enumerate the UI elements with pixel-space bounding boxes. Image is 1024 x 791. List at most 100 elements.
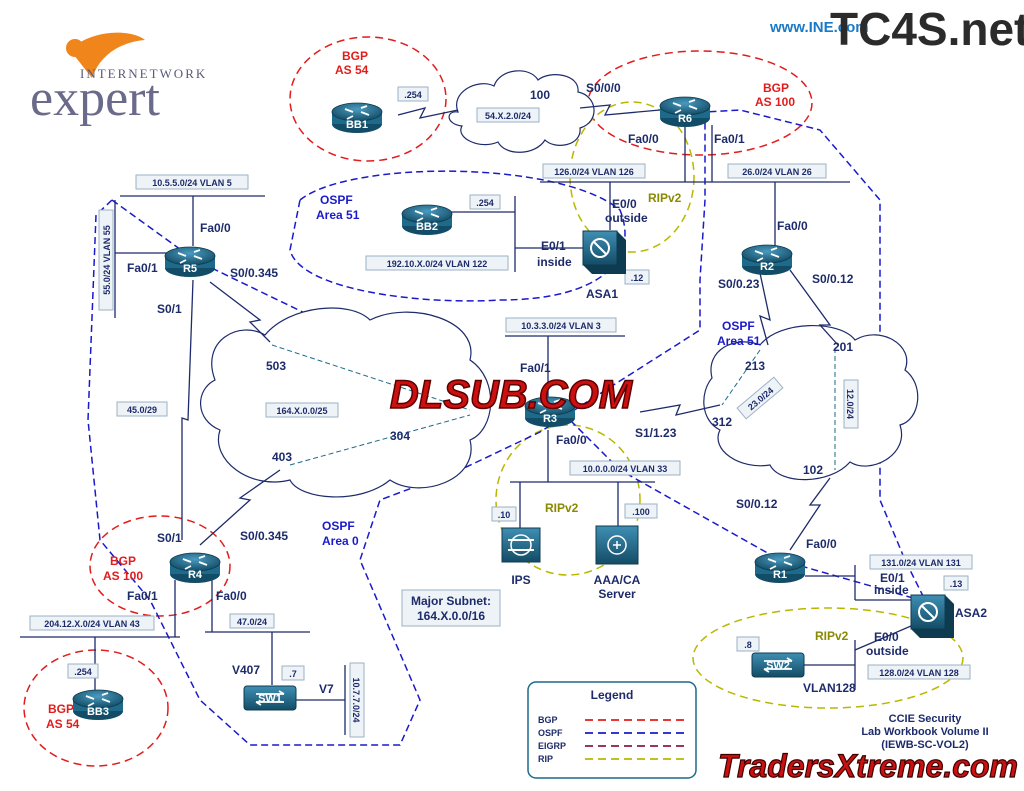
switch-sw1[interactable]: SW1 bbox=[243, 685, 297, 711]
svg-text:RIPv2: RIPv2 bbox=[545, 501, 579, 515]
router-r1[interactable]: R1 bbox=[754, 552, 806, 584]
svg-text:E0/0: E0/0 bbox=[612, 197, 637, 211]
router-r2[interactable]: R2 bbox=[741, 244, 793, 276]
segment-label-vlan5: 10.5.5.0/24 VLAN 5 bbox=[135, 174, 249, 190]
router-r4[interactable]: R4 bbox=[169, 552, 221, 584]
segment-labels: 10.5.5.0/24 VLAN 5 55.0/24 VLAN 55 126.0… bbox=[29, 107, 973, 738]
segment-label-47: 47.0/24 bbox=[229, 613, 275, 629]
svg-text:BGP: BGP bbox=[110, 554, 136, 568]
svg-text:inside: inside bbox=[537, 255, 572, 269]
aaa-label-line1: AAA/CA bbox=[594, 573, 641, 587]
svg-text:Major Subnet:: Major Subnet: bbox=[411, 594, 491, 608]
svg-text:outside: outside bbox=[866, 644, 909, 658]
ips-label: IPS bbox=[511, 573, 530, 587]
svg-text:.8: .8 bbox=[744, 640, 752, 650]
svg-text:OSPF: OSPF bbox=[322, 519, 355, 533]
svg-text:OSPF: OSPF bbox=[320, 193, 353, 207]
ethernet-links bbox=[20, 125, 926, 735]
bgp-as54-bottom-region bbox=[23, 649, 169, 767]
svg-text:.254: .254 bbox=[476, 198, 494, 208]
svg-text:S0/0.345: S0/0.345 bbox=[240, 529, 288, 543]
svg-text:AS 54: AS 54 bbox=[335, 63, 369, 77]
frame-relay-cloud-right bbox=[703, 324, 919, 481]
bgp-as54-top-region bbox=[289, 36, 447, 162]
svg-text:AS 100: AS 100 bbox=[103, 569, 143, 583]
svg-text:Fa0/1: Fa0/1 bbox=[520, 361, 551, 375]
serial-links bbox=[199, 104, 839, 551]
svg-text:S0/0/0: S0/0/0 bbox=[586, 81, 621, 95]
svg-text:55.0/24 VLAN 55: 55.0/24 VLAN 55 bbox=[102, 225, 112, 295]
router-bb2[interactable]: BB2 bbox=[401, 204, 453, 236]
segment-label-vlan7: 10.7.7.0/24 bbox=[349, 662, 365, 738]
svg-text:213: 213 bbox=[745, 359, 765, 373]
svg-text:R2: R2 bbox=[760, 261, 774, 273]
svg-text:26.0/24 VLAN 26: 26.0/24 VLAN 26 bbox=[742, 167, 812, 177]
firewall-asa1[interactable] bbox=[582, 230, 627, 275]
svg-text:204.12.X.0/24 VLAN 43: 204.12.X.0/24 VLAN 43 bbox=[44, 619, 140, 629]
ips-sensor[interactable] bbox=[501, 527, 541, 563]
svg-text:304: 304 bbox=[390, 429, 410, 443]
asa1-label: ASA1 bbox=[586, 287, 618, 301]
svg-text:RIPv2: RIPv2 bbox=[815, 629, 849, 643]
svg-text:Fa0/0: Fa0/0 bbox=[556, 433, 587, 447]
svg-text:201: 201 bbox=[833, 340, 853, 354]
svg-text:192.10.X.0/24 VLAN 122: 192.10.X.0/24 VLAN 122 bbox=[387, 259, 488, 269]
router-bb1[interactable]: BB1 bbox=[331, 102, 383, 134]
svg-text:12.0/24: 12.0/24 bbox=[845, 389, 855, 419]
svg-text:.254: .254 bbox=[74, 667, 92, 677]
segment-label-vlan122: 192.10.X.0/24 VLAN 122 bbox=[365, 255, 509, 271]
svg-text:Fa0/0: Fa0/0 bbox=[628, 132, 659, 146]
segment-label-164: 164.X.0.0/25 bbox=[265, 402, 339, 418]
router-r5[interactable]: R5 bbox=[164, 246, 216, 278]
aaa-ca-server[interactable] bbox=[595, 525, 639, 565]
svg-text:S0/0.12: S0/0.12 bbox=[736, 497, 778, 511]
svg-text:Fa0/1: Fa0/1 bbox=[127, 261, 158, 275]
internetwork-expert-logo: INTERNETWORK expert bbox=[30, 32, 207, 127]
ine-url[interactable]: www.INE.com bbox=[769, 19, 869, 36]
dlsub-watermark: DLSUB.COM bbox=[390, 373, 634, 417]
router-r6[interactable]: R6 bbox=[659, 96, 711, 128]
router-r3[interactable]: R3 bbox=[524, 396, 576, 428]
svg-text:CCIE Security: CCIE Security bbox=[889, 713, 963, 725]
segment-label-45: 45.0/29 bbox=[116, 401, 168, 417]
svg-text:10.7.7.0/24: 10.7.7.0/24 bbox=[351, 677, 361, 722]
svg-text:BGP: BGP bbox=[48, 702, 74, 716]
segment-label-vlan126: 126.0/24 VLAN 126 bbox=[542, 163, 646, 179]
svg-text:164.X.0.0/25: 164.X.0.0/25 bbox=[276, 406, 327, 416]
svg-text:Fa0/1: Fa0/1 bbox=[714, 132, 745, 146]
svg-text:INTERNETWORK: INTERNETWORK bbox=[80, 66, 207, 81]
segment-label-54x2: 54.X.2.0/24 bbox=[476, 107, 540, 123]
legend-label-bgp: BGP bbox=[538, 715, 558, 725]
svg-text:54.X.2.0/24: 54.X.2.0/24 bbox=[485, 111, 531, 121]
svg-text:Fa0/0: Fa0/0 bbox=[200, 221, 231, 235]
router-bb3[interactable]: BB3 bbox=[72, 689, 124, 721]
host-id-labels: .254 .254 .12 .10 .100 .13 .8 .7 .254 bbox=[67, 86, 969, 681]
svg-text:.12: .12 bbox=[631, 273, 644, 283]
svg-text:503: 503 bbox=[266, 359, 286, 373]
svg-text:E0/1: E0/1 bbox=[880, 571, 905, 585]
asa2-label: ASA2 bbox=[955, 606, 987, 620]
svg-text:100: 100 bbox=[530, 88, 550, 102]
switch-sw2[interactable]: SW2 bbox=[751, 652, 805, 678]
firewall-asa2[interactable] bbox=[910, 594, 955, 639]
svg-text:Area 51: Area 51 bbox=[717, 334, 761, 348]
routing-domain-labels: BGP AS 54 BGP AS 100 BGP AS 100 BGP AS 5… bbox=[46, 49, 849, 731]
segment-label-vlan33: 10.0.0.0/24 VLAN 33 bbox=[569, 460, 681, 476]
svg-text:S0/0.12: S0/0.12 bbox=[812, 272, 854, 286]
svg-text:R5: R5 bbox=[183, 263, 197, 275]
svg-text:SW1: SW1 bbox=[258, 693, 282, 705]
svg-text:BB2: BB2 bbox=[416, 221, 438, 233]
rip-right-region bbox=[692, 607, 964, 709]
svg-text:S0/1: S0/1 bbox=[157, 302, 182, 316]
frame-relay-cloud-center bbox=[200, 307, 492, 498]
interface-labels: S0/0/0 Fa0/0 Fa0/1 E0/0 outside E0/1 ins… bbox=[127, 81, 909, 696]
svg-text:Area 51: Area 51 bbox=[316, 208, 360, 222]
svg-text:10.3.3.0/24 VLAN 3: 10.3.3.0/24 VLAN 3 bbox=[521, 321, 601, 331]
svg-text:.13: .13 bbox=[950, 579, 963, 589]
svg-text:Fa0/0: Fa0/0 bbox=[777, 219, 808, 233]
svg-text:47.0/24: 47.0/24 bbox=[237, 617, 267, 627]
